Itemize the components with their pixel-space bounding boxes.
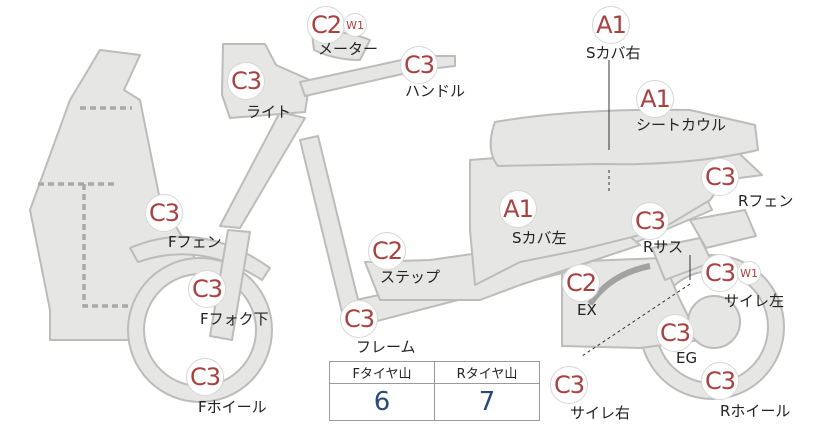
exhaust-grade: C2 — [562, 264, 600, 302]
silencer-right-grade: C3 — [550, 366, 588, 404]
frame-grade: C3 — [340, 300, 378, 338]
light-grade: C3 — [227, 62, 265, 100]
handle-label: ハンドル — [405, 82, 466, 100]
r-fender-label: Rフェン — [738, 192, 794, 210]
exhaust-pipe-shape — [587, 263, 651, 306]
s-cover-left-label: Sカバ左 — [512, 229, 567, 247]
seat-cowl-grade: A1 — [636, 80, 674, 118]
f-fork-lower-label: Fフォク下 — [200, 310, 269, 328]
engine-label: EG — [676, 349, 698, 367]
steering-column-shape — [219, 111, 306, 229]
frame-label: フレーム — [356, 338, 416, 356]
frame-tube-shape — [299, 135, 361, 313]
s-cover-right-label: Sカバ右 — [586, 44, 641, 62]
handle-grade: C3 — [400, 46, 438, 84]
f-fender-label: Fフェン — [168, 233, 222, 251]
front-fender-shape — [129, 235, 271, 281]
rear-tread-value: 7 — [434, 383, 540, 421]
light-label: ライト — [246, 103, 292, 121]
front-tread-value: 6 — [329, 383, 435, 421]
f-fender-grade: C3 — [145, 194, 183, 232]
step-grade: C2 — [368, 232, 406, 270]
s-cover-right-grade: A1 — [592, 6, 630, 44]
tire-tread-table: Fタイヤ山 Rタイヤ山 6 7 — [329, 361, 540, 421]
f-wheel-label: Fホイール — [198, 398, 267, 416]
silencer-right-label: サイレ右 — [570, 404, 631, 422]
seat-shape — [489, 108, 759, 167]
f-fork-lower-grade: C3 — [188, 270, 226, 308]
silencer-left-label: サイレ左 — [724, 292, 785, 310]
meter-label: メーター — [318, 40, 379, 58]
front-tread-header: Fタイヤ山 — [329, 361, 435, 384]
engine-grade: C3 — [656, 314, 694, 352]
s-cover-left-grade: A1 — [499, 190, 537, 228]
r-fender-grade: C3 — [701, 158, 739, 196]
rear-tread-header: Rタイヤ山 — [434, 361, 540, 384]
r-suspension-grade: C3 — [631, 202, 669, 240]
r-suspension-label: Rサス — [643, 238, 684, 256]
r-wheel-grade: C3 — [701, 362, 739, 400]
f-wheel-grade: C3 — [186, 358, 224, 396]
seat-cowl-label: シートカウル — [636, 116, 727, 134]
exhaust-label: EX — [577, 301, 597, 319]
r-wheel-label: Rホイール — [720, 402, 791, 420]
step-label: ステップ — [380, 268, 441, 286]
